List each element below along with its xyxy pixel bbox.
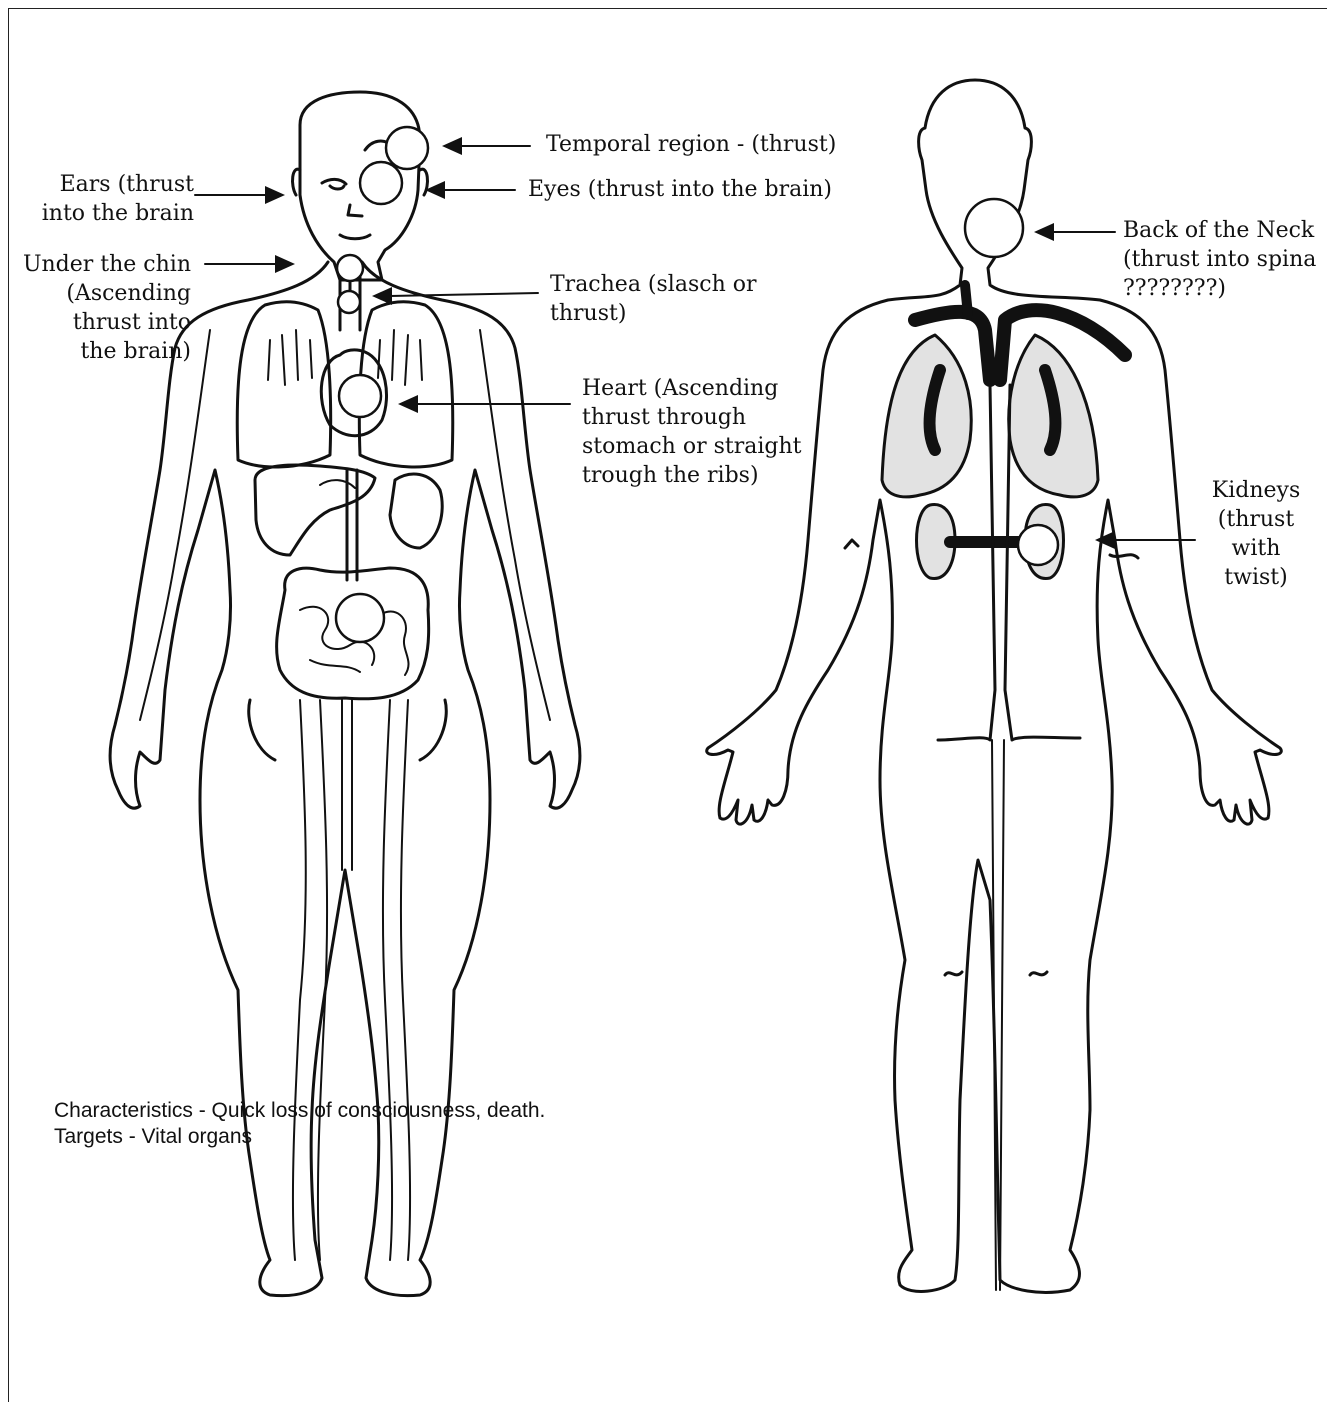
chin-arrow [205, 255, 295, 273]
caption-characteristics: Characteristics - Quick loss of consciou… [54, 1098, 545, 1124]
caption-targets: Targets - Vital organs [54, 1124, 545, 1150]
eyes-target [360, 162, 402, 204]
heart-label: Heart (Ascending thrust through stomach … [582, 374, 801, 490]
trachea-label: Trachea (slasch or thrust) [550, 270, 757, 328]
temporal-arrow [442, 137, 530, 155]
heart-target [339, 375, 381, 417]
ears-arrow [195, 186, 285, 204]
kidneys-label: Kidneys (thrust with twist) [1196, 476, 1316, 592]
stomach-target [336, 594, 384, 642]
ears-label: Ears (thrust into the brain [24, 170, 194, 228]
neck-label: Back of the Neck (thrust into spina ????… [1123, 216, 1316, 303]
kidney-target [1018, 525, 1058, 565]
back-organs [845, 285, 1138, 1290]
eyes-arrow [425, 181, 515, 199]
trachea-target [338, 291, 360, 313]
chin-label: Under the chin (Ascending thrust into th… [9, 250, 191, 366]
heart-arrow [398, 395, 570, 413]
neck-arrow [1034, 223, 1115, 241]
eyes-label: Eyes (thrust into the brain) [528, 175, 832, 204]
chin-target [337, 255, 363, 281]
temporal-label: Temporal region - (thrust) [546, 130, 836, 159]
caption: Characteristics - Quick loss of consciou… [54, 1098, 545, 1150]
neck-target [965, 199, 1023, 257]
temporal-target [386, 127, 428, 169]
